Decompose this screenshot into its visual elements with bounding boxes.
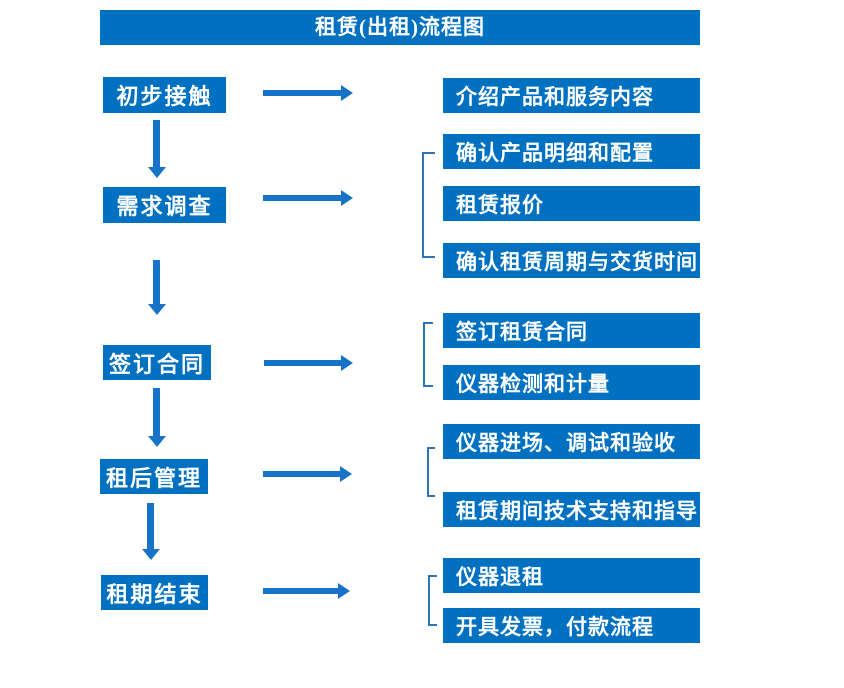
- detail-label: 确认产品明细和配置: [456, 140, 654, 165]
- group-bracket: [423, 322, 433, 387]
- detail-label: 仪器退租: [456, 564, 544, 589]
- detail-box: 确认产品明细和配置: [443, 134, 700, 169]
- detail-box: 仪器进场、调试和验收: [443, 424, 700, 459]
- down-arrow-icon: [148, 388, 166, 447]
- group-bracket: [428, 575, 437, 626]
- step-box-rental-end: 租期结束: [101, 575, 208, 610]
- down-arrow-icon: [142, 503, 160, 560]
- detail-label: 仪器进场、调试和验收: [456, 430, 676, 455]
- step-label: 租期结束: [106, 581, 203, 607]
- group-bracket: [427, 447, 435, 497]
- step-label: 租后管理: [105, 465, 202, 491]
- detail-label: 开具发票，付款流程: [456, 614, 654, 639]
- detail-label: 租赁报价: [456, 192, 544, 217]
- step-label: 签订合同: [108, 351, 205, 377]
- right-arrow-icon: [263, 583, 350, 599]
- detail-label: 介绍产品和服务内容: [456, 84, 654, 109]
- step-box-initial-contact: 初步接触: [103, 77, 226, 113]
- step-label: 初步接触: [116, 84, 213, 109]
- detail-label: 确认租赁周期与交货时间: [456, 249, 698, 274]
- detail-box: 签订租赁合同: [443, 313, 700, 348]
- detail-box: 介绍产品和服务内容: [443, 78, 700, 113]
- detail-box: 租赁报价: [443, 186, 700, 221]
- diagram-title: 租赁(出租)流程图: [315, 15, 485, 39]
- detail-box: 租赁期间技术支持和指导: [443, 492, 700, 527]
- diagram-title-bar: 租赁(出租)流程图: [100, 10, 700, 45]
- step-box-sign-contract: 签订合同: [103, 345, 211, 380]
- detail-box: 开具发票，付款流程: [443, 608, 700, 643]
- detail-label: 签订租赁合同: [456, 319, 588, 344]
- step-box-demand-survey: 需求调查: [103, 187, 226, 223]
- detail-box: 确认租赁周期与交货时间: [443, 243, 700, 278]
- down-arrow-icon: [148, 260, 166, 315]
- right-arrow-icon: [263, 466, 352, 482]
- step-label: 需求调查: [116, 194, 213, 219]
- detail-box: 仪器退租: [443, 558, 700, 593]
- step-box-post-rental-management: 租后管理: [100, 459, 208, 494]
- group-bracket: [422, 152, 435, 258]
- detail-label: 租赁期间技术支持和指导: [456, 498, 698, 523]
- detail-box: 仪器检测和计量: [443, 365, 700, 400]
- right-arrow-icon: [264, 355, 353, 371]
- detail-label: 仪器检测和计量: [456, 371, 610, 396]
- down-arrow-icon: [148, 120, 166, 178]
- right-arrow-icon: [263, 190, 353, 206]
- right-arrow-icon: [263, 85, 353, 101]
